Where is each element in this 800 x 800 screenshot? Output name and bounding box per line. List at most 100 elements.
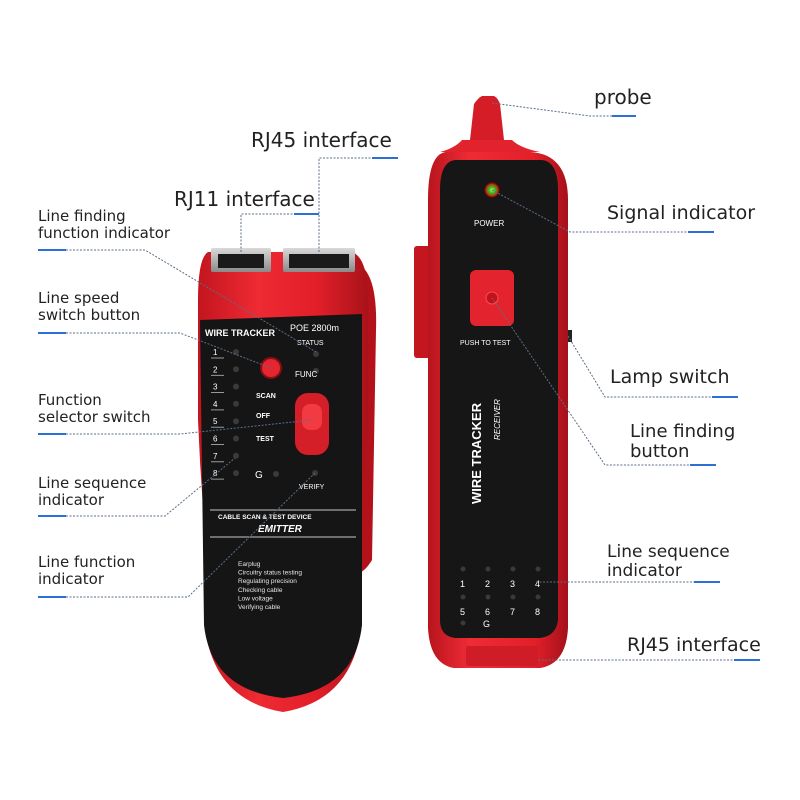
receiver-seq-led-6 [485,594,491,600]
emitter-feature-5: Low voltage [238,595,273,602]
emitter-brand: WIRE TRACKER [205,328,275,338]
leader-line-speed [38,332,272,369]
label-line-speed-button-2: switch button [38,305,141,324]
emitter-seq-number-4: 4 [213,400,218,409]
label-line-finding-indicator: Line finding function indicator [38,208,170,242]
label-line-sequence-left: Line sequence indicator [38,475,146,509]
emitter-feature-1: Earplug [238,561,261,568]
emitter-seq-led-4 [233,400,239,407]
label-line-sequence-right-1: Line sequence [607,542,730,562]
receiver-seq-number-8: 8 [535,607,540,617]
probe-cone [440,140,540,152]
emitter-subtitle: CABLE SCAN & TEST DEVICE [218,514,312,521]
receiver-panel [440,160,558,638]
receiver-brand: WIRE TRACKER [469,402,484,504]
emitter-seq-led-7 [233,452,239,459]
receiver-seq-number-4: 4 [535,579,540,589]
leader-line-sequence-left [38,457,236,517]
emitter-verify-label: VERIFY [299,484,325,491]
function-led-1 [313,368,319,374]
emitter-feature-2: Circuitry status testing [238,570,302,577]
leader-rj11 [240,213,319,252]
emitter-func-label: FUNC [295,370,317,379]
label-rj45-top: RJ45 interface [251,128,392,152]
emitter-seq-number-2: 2 [213,365,218,374]
emitter-seq-led-2 [233,366,239,373]
leader-lines [38,102,760,661]
receiver-g-led [460,620,466,626]
receiver-seq-led-7 [510,594,516,600]
leader-lamp [567,335,738,398]
receiver-device: 1 2 3 4 5 6 7 8 POWER PUSH TO TEST WIRE TRACKER… [414,96,572,668]
label-line-speed-button: Line speed switch button [38,290,140,324]
receiver-seq-number-1: 1 [460,579,465,589]
emitter-seq-number-1: 1 [213,348,218,357]
label-line-function-indicator: Line function indicator [38,554,135,588]
label-line-sequence-right: Line sequence indicator [607,542,730,582]
label-line-finding-button-2: button [630,441,690,463]
leader-line-finding-indicator [38,249,317,353]
label-line-sequence-right-2: indicator [607,561,682,582]
label-function-selector: Function selector switch [38,392,151,426]
leader-rj45-top [318,157,398,252]
label-probe: probe [594,85,652,109]
label-line-finding-button-1: Line finding [630,421,736,442]
emitter-off-label: OFF [256,413,271,420]
label-line-finding-indicator-1: Line finding [38,207,126,225]
status-led [313,351,319,357]
label-line-function-indicator-2: indicator [38,569,105,588]
emitter-seq-number-3: 3 [213,383,218,392]
emitter-seq-led-8 [233,470,239,477]
label-line-sequence-left-1: Line sequence [38,474,147,492]
emitter-g-label: G [255,470,263,481]
label-function-selector-1: Function [38,391,102,409]
emitter-feature-3: Regulating precision [238,578,297,585]
emitter-feature-4: Checking cable [238,587,283,594]
label-function-selector-2: selector switch [38,407,151,426]
receiver-seq-number-5: 5 [460,607,465,617]
receiver-seq-led-2 [485,566,491,572]
emitter-seq-number-7: 7 [213,452,218,461]
label-line-finding-button: Line finding button [630,421,736,463]
accent-marks [38,115,760,661]
label-lamp-switch: Lamp switch [610,366,730,388]
emitter-test-label: TEST [256,436,275,443]
leader-signal [491,189,714,233]
receiver-seq-led-5 [460,594,466,600]
receiver-g-label: G [483,619,490,629]
g-led [273,471,279,477]
receiver-seq-number-6: 6 [485,607,490,617]
emitter-scan-label: SCAN [256,393,276,400]
receiver-power-label: POWER [474,219,504,228]
receiver-seq-number-7: 7 [510,607,515,617]
label-rj45-bottom: RJ45 interface [627,634,761,656]
receiver-sub: RECEIVER [493,399,502,440]
receiver-seq-number-3: 3 [510,579,515,589]
leader-line-function [38,471,317,598]
emitter-seq-led-6 [233,435,239,442]
label-line-finding-indicator-2: function indicator [38,223,171,242]
emitter-model: POE 2800m [290,323,339,333]
receiver-seq-led-4 [535,566,541,572]
leader-line-finding-button [491,297,716,466]
rj11-port-opening [218,254,264,268]
emitter-status-label: STATUS [297,340,324,347]
receiver-seq-number-2: 2 [485,579,490,589]
receiver-rj45-port [466,646,538,666]
emitter-seq-number-6: 6 [213,435,218,444]
rj45-port-opening [289,254,349,268]
receiver-seq-led-8 [535,594,541,600]
emitter-seq-number-5: 5 [213,417,218,426]
lamp-switch [566,330,572,342]
label-signal-indicator: Signal indicator [607,202,756,224]
receiver-sequence-leds: 1 2 3 4 5 6 7 8 [460,566,541,626]
receiver-push-label: PUSH TO TEST [460,340,511,347]
receiver-seq-led-3 [510,566,516,572]
probe-tip [470,96,504,140]
emitter-feature-6: Verifying cable [238,604,281,611]
emitter-seq-led-3 [233,383,239,390]
